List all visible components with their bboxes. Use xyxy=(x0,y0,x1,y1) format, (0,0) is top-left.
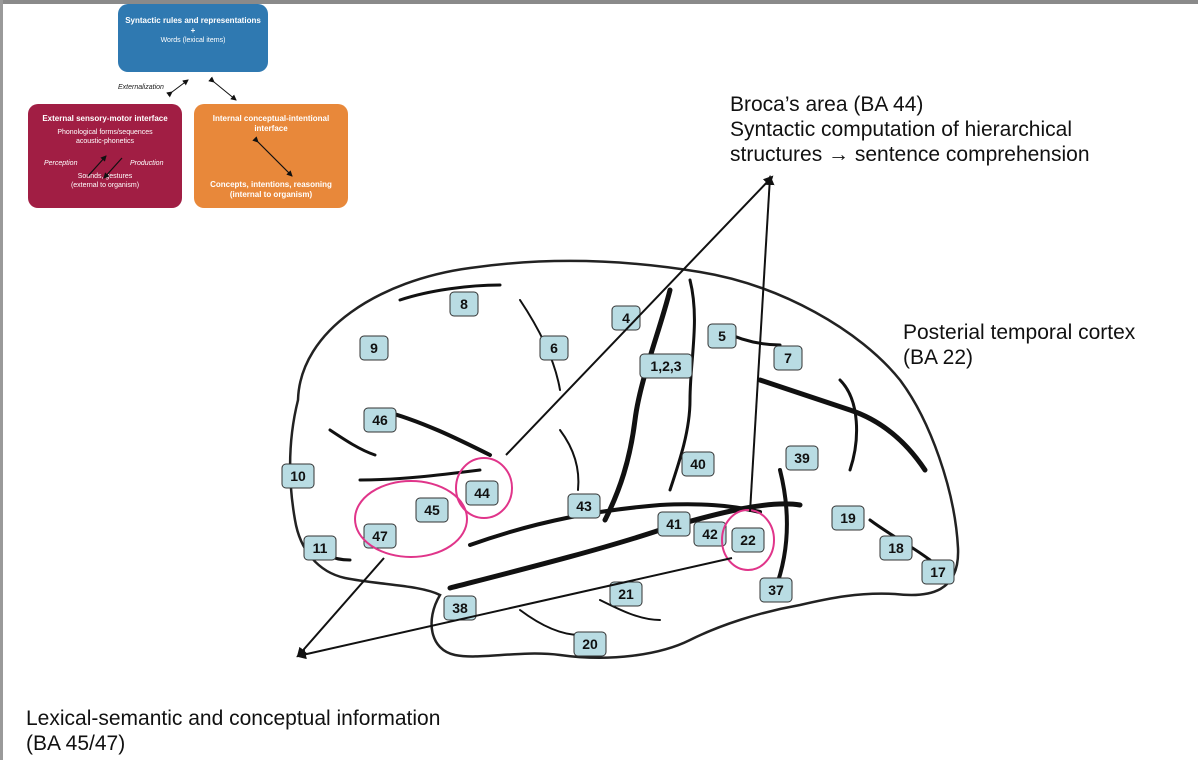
perception-label: Perception xyxy=(44,160,78,167)
syntax-box-subtitle: Words (lexical items) xyxy=(160,37,226,44)
svg-text:44: 44 xyxy=(474,485,490,501)
ba-5: 5 xyxy=(707,323,737,349)
svg-text:9: 9 xyxy=(370,340,378,356)
ba-6: 6 xyxy=(539,335,569,361)
svg-text:20: 20 xyxy=(582,636,598,652)
svg-text:19: 19 xyxy=(840,510,856,526)
ba-47: 47 xyxy=(363,523,397,549)
posterior-temporal-annotation: Posterial temporal cortex (BA 22) xyxy=(903,320,1135,370)
annotation-arrows xyxy=(296,175,775,660)
arrow-ba45-to-lex xyxy=(296,557,385,658)
ba-8: 8 xyxy=(449,291,479,317)
ba-39: 39 xyxy=(785,445,819,471)
broca-annotation: Broca’s area (BA 44) Syntactic computati… xyxy=(730,92,1090,167)
broca-line2: Syntactic computation of hierarchical xyxy=(730,118,1072,141)
svg-text:42: 42 xyxy=(702,526,718,542)
broca-line1: Broca’s area (BA 44) xyxy=(730,93,924,116)
ba-9: 9 xyxy=(359,335,389,361)
production-label: Production xyxy=(130,160,164,167)
lex-line1: Lexical-semantic and conceptual informat… xyxy=(26,707,441,730)
window-top-border xyxy=(0,0,1198,4)
concept-box-bottom1: Concepts, intentions, reasoning xyxy=(210,180,332,189)
sensory-box-line2: acoustic-phonetics xyxy=(76,138,134,145)
concept-box-bottom2: (internal to organism) xyxy=(229,190,313,199)
schema-arrows xyxy=(87,76,293,179)
highlight-circles xyxy=(354,457,775,571)
svg-text:6: 6 xyxy=(550,340,558,356)
syntax-box: Syntactic rules and representations + Wo… xyxy=(118,4,268,72)
svg-text:22: 22 xyxy=(740,532,756,548)
highlight-ba45-47 xyxy=(354,480,468,558)
post-line2: (BA 22) xyxy=(903,346,974,369)
ba-17: 17 xyxy=(921,559,955,585)
svg-text:39: 39 xyxy=(794,450,810,466)
ba-42: 42 xyxy=(693,521,727,547)
ba-37: 37 xyxy=(759,577,793,603)
sensory-box-title: External sensory-motor interface xyxy=(42,114,168,123)
ba-11: 11 xyxy=(303,535,337,561)
svg-text:21: 21 xyxy=(618,586,634,602)
svg-text:10: 10 xyxy=(290,468,306,484)
svg-text:41: 41 xyxy=(666,516,682,532)
svg-text:46: 46 xyxy=(372,412,388,428)
lexical-semantic-annotation: Lexical-semantic and conceptual informat… xyxy=(26,706,440,756)
highlight-ba22 xyxy=(721,509,775,571)
arrow-ba44-to-broca xyxy=(505,175,774,456)
ba-22: 22 xyxy=(731,527,765,553)
post-line1: Posterial temporal cortex xyxy=(903,321,1136,344)
syntax-box-plus: + xyxy=(190,26,196,35)
svg-text:43: 43 xyxy=(576,498,592,514)
svg-text:7: 7 xyxy=(784,350,792,366)
svg-text:1,2,3: 1,2,3 xyxy=(650,358,681,374)
sensory-box-line1: Phonological forms/sequences xyxy=(57,129,153,136)
svg-text:40: 40 xyxy=(690,456,706,472)
ba-4: 4 xyxy=(611,305,641,331)
svg-text:45: 45 xyxy=(424,502,440,518)
ba-21: 21 xyxy=(609,581,643,607)
svg-text:37: 37 xyxy=(768,582,784,598)
svg-text:8: 8 xyxy=(460,296,468,312)
svg-text:47: 47 xyxy=(372,528,388,544)
arrow-ba22-to-lex xyxy=(296,557,733,660)
ba-45: 45 xyxy=(415,497,449,523)
window-left-border xyxy=(0,0,3,760)
syntax-box-title: Syntactic rules and representations xyxy=(125,16,261,25)
svg-text:18: 18 xyxy=(888,540,904,556)
ba-10: 10 xyxy=(281,463,315,489)
svg-text:11: 11 xyxy=(313,540,328,556)
ba-40: 40 xyxy=(681,451,715,477)
lex-line2: (BA 45/47) xyxy=(26,732,126,755)
ba-1-2-3: 1,2,3 xyxy=(639,353,693,379)
svg-text:17: 17 xyxy=(930,564,946,580)
brodmann-labels: 8 9 6 4 5 1,2,3 7 46 10 40 39 44 45 43 4… xyxy=(281,291,955,657)
sensory-box-bottom2: (external to organism) xyxy=(70,182,140,189)
arrow-ba22-to-broca xyxy=(749,175,775,513)
ba-44: 44 xyxy=(465,480,499,506)
broca-line3: structures → sentence comprehension xyxy=(730,143,1090,166)
svg-text:4: 4 xyxy=(622,310,630,326)
svg-text:5: 5 xyxy=(718,328,726,344)
ba-20: 20 xyxy=(573,631,607,657)
highlight-ba44 xyxy=(455,457,513,519)
svg-text:38: 38 xyxy=(452,600,468,616)
ba-46: 46 xyxy=(363,407,397,433)
externalization-label: Externalization xyxy=(118,84,164,91)
ba-41: 41 xyxy=(657,511,691,537)
concept-box-title: Internal conceptual-intentional interfac… xyxy=(212,114,330,133)
ba-18: 18 xyxy=(879,535,913,561)
ba-43: 43 xyxy=(567,493,601,519)
ba-19: 19 xyxy=(831,505,865,531)
ba-7: 7 xyxy=(773,345,803,371)
